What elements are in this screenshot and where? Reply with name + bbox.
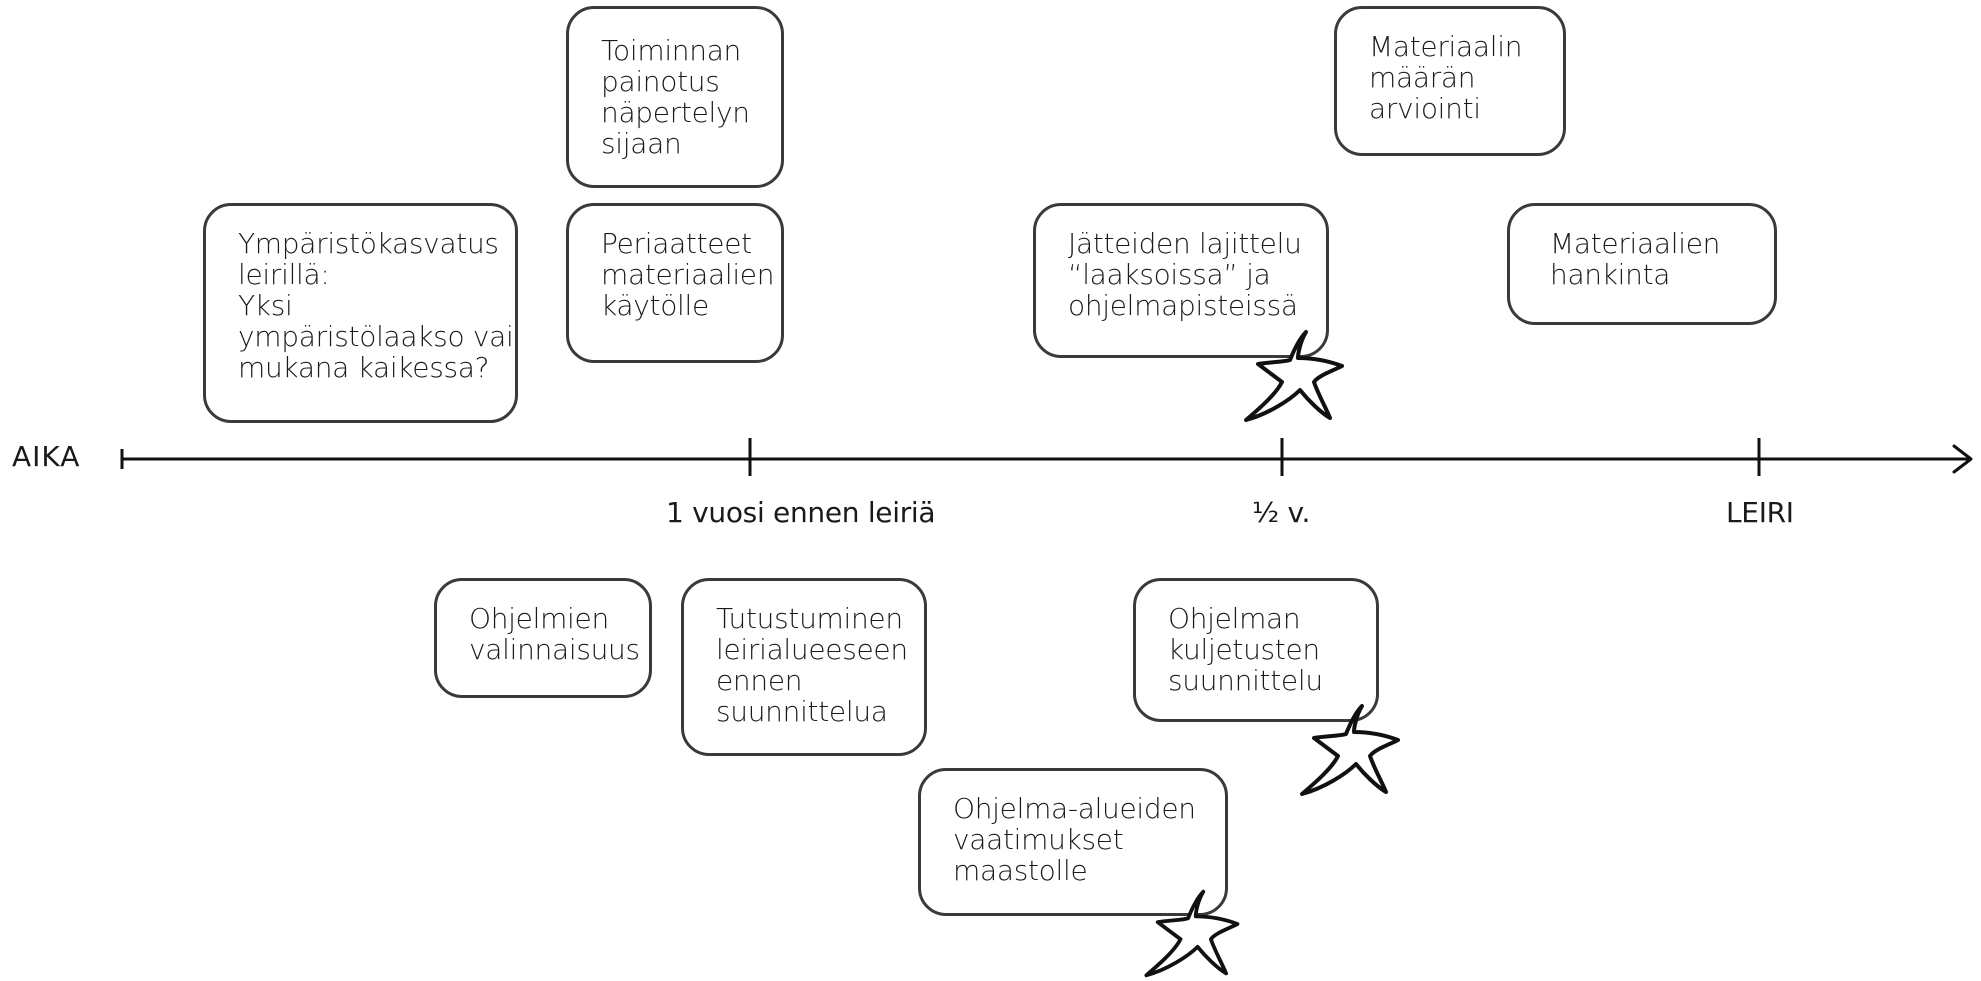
box-line: “laaksoissa” ja bbox=[1068, 258, 1271, 291]
box-ohjelman-kuljetusten: Ohjelman kuljetusten suunnittelu bbox=[1133, 578, 1379, 722]
box-line: materiaalien bbox=[601, 258, 775, 291]
box-line: leirialueeseen bbox=[716, 633, 908, 666]
box-line: sijaan bbox=[601, 127, 682, 160]
box-line: Ympäristökasvatus bbox=[238, 227, 499, 260]
box-line: mukana kaikessa? bbox=[238, 351, 490, 384]
box-line: leirillä: bbox=[238, 258, 330, 291]
tick-label-leiri: LEIRI bbox=[1726, 496, 1794, 529]
box-line: arviointi bbox=[1369, 92, 1481, 125]
box-line: kuljetusten bbox=[1168, 633, 1320, 666]
box-line: Periaatteet bbox=[601, 227, 752, 260]
box-line: Yksi bbox=[238, 289, 293, 322]
box-line: ympäristölaakso vai bbox=[238, 320, 514, 353]
box-ohjelma-alueiden: Ohjelma-alueiden vaatimukset maastolle bbox=[918, 768, 1228, 916]
star-icon bbox=[1300, 704, 1400, 796]
box-line: määrän bbox=[1369, 61, 1476, 94]
box-line: Materiaalin bbox=[1369, 30, 1523, 63]
box-line: vaatimukset bbox=[953, 823, 1124, 856]
box-ymparistokasvatus: Ympäristökasvatus leirillä: Yksi ympäris… bbox=[203, 203, 518, 423]
box-line: Ohjelmien bbox=[469, 602, 609, 635]
box-line: Tutustuminen bbox=[716, 602, 903, 635]
box-line: ennen bbox=[716, 664, 803, 697]
box-materiaalin-maaran-arviointi: Materiaalin määrän arviointi bbox=[1334, 6, 1566, 156]
box-line: suunnittelua bbox=[716, 695, 888, 728]
box-line: näpertelyn bbox=[601, 96, 750, 129]
box-line: ohjelmapisteissä bbox=[1068, 289, 1298, 322]
box-line: Ohjelman bbox=[1168, 602, 1301, 635]
box-ohjelmien-valinnaisuus: Ohjelmien valinnaisuus bbox=[434, 578, 652, 698]
box-line: hankinta bbox=[1550, 258, 1671, 291]
star-icon bbox=[1244, 330, 1344, 422]
tick-label-1-vuosi: 1 vuosi ennen leiriä bbox=[666, 496, 936, 529]
axis-arrowhead bbox=[1952, 444, 1973, 474]
box-line: Ohjelma-alueiden bbox=[953, 792, 1196, 825]
box-periaatteet: Periaatteet materiaalien käytölle bbox=[566, 203, 784, 363]
tick-label-puoli-vuotta: ½ v. bbox=[1252, 496, 1311, 529]
box-line: Jätteiden lajittelu bbox=[1068, 227, 1302, 260]
star-icon bbox=[1144, 889, 1240, 978]
box-line: Toiminnan bbox=[601, 34, 742, 67]
box-tutustuminen: Tutustuminen leirialueeseen ennen suunni… bbox=[681, 578, 927, 756]
box-line: suunnittelu bbox=[1168, 664, 1323, 697]
box-line: Materiaalien bbox=[1550, 227, 1721, 260]
box-toiminnan-painotus: Toiminnan painotus näpertelyn sijaan bbox=[566, 6, 784, 188]
box-line: valinnaisuus bbox=[469, 633, 640, 666]
box-line: painotus bbox=[601, 65, 720, 98]
box-materiaalien-hankinta: Materiaalien hankinta bbox=[1507, 203, 1777, 325]
box-jatteiden-lajittelu: Jätteiden lajittelu “laaksoissa” ja ohje… bbox=[1033, 203, 1329, 358]
box-line: käytölle bbox=[601, 289, 709, 322]
axis-start-label: AIKA bbox=[12, 440, 81, 473]
box-line: maastolle bbox=[953, 854, 1088, 887]
